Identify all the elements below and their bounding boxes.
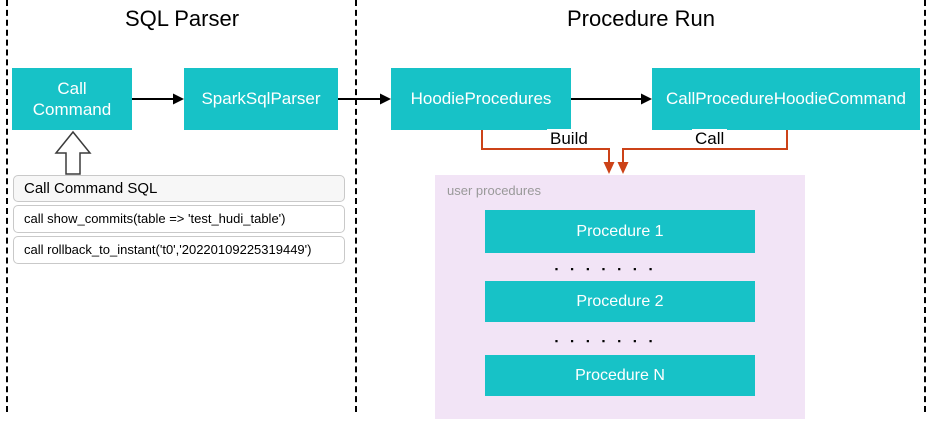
user-procedures-label: user procedures — [447, 183, 541, 198]
call-command-node: Call Command — [12, 68, 132, 130]
hollow-up-arrow-icon — [54, 130, 92, 175]
arrowhead-icon — [380, 93, 391, 105]
hoodie-procedures-node: HoodieProcedures — [391, 68, 571, 130]
hoodie-procedures-label: HoodieProcedures — [410, 89, 552, 109]
left-dashed-border — [6, 0, 8, 412]
call-edge-label: Call — [692, 129, 728, 149]
user-procedures-container: user procedures Procedure 1 ▪ ▪ ▪ ▪ ▪ ▪ … — [435, 175, 805, 419]
procedure-1-node: Procedure 1 — [485, 210, 755, 253]
arrowhead-icon — [641, 93, 652, 105]
procedure-n-label: Procedure N — [575, 366, 665, 384]
call-command-sql-panel: Call Command SQL call show_commits(table… — [13, 175, 345, 267]
arrowhead-icon — [173, 93, 184, 105]
sql-panel-title: Call Command SQL — [13, 175, 345, 202]
ellipsis-dots: ▪ ▪ ▪ ▪ ▪ ▪ ▪ — [554, 264, 658, 274]
procedure-2-node: Procedure 2 — [485, 281, 755, 322]
call-command-label: Call Command — [32, 78, 112, 119]
spark-sql-parser-node: SparkSqlParser — [184, 68, 338, 130]
procedure-n-node: Procedure N — [485, 355, 755, 396]
sql-statement-show-commits: call show_commits(table => 'test_hudi_ta… — [13, 205, 345, 233]
sql-parser-section-title: SQL Parser — [124, 6, 240, 31]
call-procedure-hoodie-command-label: CallProcedureHoodieCommand — [665, 89, 906, 109]
spark-sql-parser-label: SparkSqlParser — [201, 89, 321, 109]
procedure-run-section-title: Procedure Run — [567, 6, 715, 31]
call-procedure-hoodie-command-node: CallProcedureHoodieCommand — [652, 68, 920, 130]
procedure-1-label: Procedure 1 — [576, 222, 664, 240]
sql-statement-rollback: call rollback_to_instant('t0','202201092… — [13, 236, 345, 264]
build-arrowhead-icon — [603, 162, 615, 174]
section-divider-dashed — [355, 0, 357, 412]
right-dashed-border — [924, 0, 926, 412]
ellipsis-dots: ▪ ▪ ▪ ▪ ▪ ▪ ▪ — [554, 336, 658, 346]
procedure-2-label: Procedure 2 — [576, 292, 664, 310]
build-edge-label: Build — [547, 129, 591, 149]
call-arrowhead-icon — [617, 162, 629, 174]
